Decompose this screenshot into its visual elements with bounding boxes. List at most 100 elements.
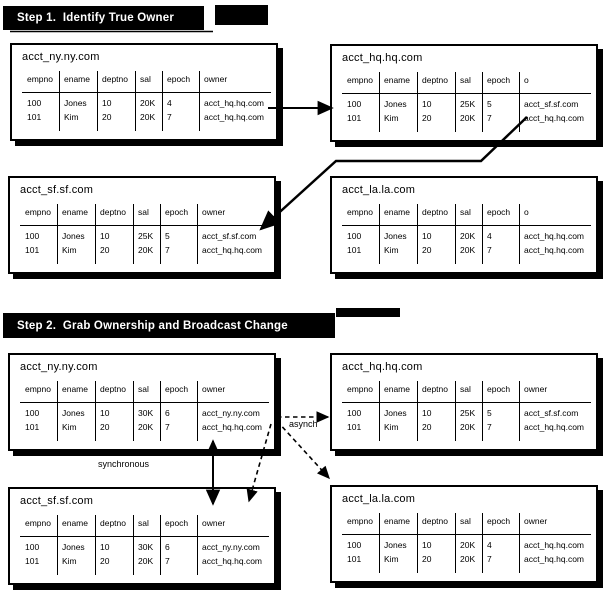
table-cell: 20K <box>138 556 154 566</box>
table-cell: acct_hq.hq.com <box>202 422 263 432</box>
table-cell: 10 <box>100 542 110 552</box>
column-header-epoch: epoch <box>165 384 189 394</box>
column-separator <box>417 381 418 441</box>
header-rule <box>20 536 269 537</box>
column-header-epoch: epoch <box>165 207 189 217</box>
synchronous-label: synchronous <box>98 459 150 469</box>
column-header-deptno: deptno <box>102 74 128 84</box>
table-cell: acct_ny.ny.com <box>202 408 260 418</box>
column-separator <box>379 513 380 573</box>
table-cell: Kim <box>384 422 399 432</box>
column-header-owner: owner <box>202 384 226 394</box>
table-title: acct_sf.sf.com <box>20 495 94 507</box>
table-cell: 4 <box>487 540 492 550</box>
table-cell: 7 <box>165 245 170 255</box>
column-header-owner: owner <box>202 207 226 217</box>
column-header-ename: ename <box>62 518 88 528</box>
table-cell: 100 <box>27 98 42 108</box>
column-separator <box>455 513 456 573</box>
table-cell: 7 <box>487 113 492 123</box>
table-cell: 10 <box>422 231 432 241</box>
column-header-sal: sal <box>460 207 471 217</box>
column-header-epoch: epoch <box>487 75 511 85</box>
table-cell: acct_ny.ny.com <box>202 542 260 552</box>
column-header-owner: owner <box>202 518 226 528</box>
table-cell: 100 <box>25 408 40 418</box>
header-rule <box>342 402 591 403</box>
table-cell: 100 <box>347 540 362 550</box>
table-cell: acct_hq.hq.com <box>204 98 265 108</box>
table-cell: Jones <box>62 408 85 418</box>
column-header-empno: empno <box>347 207 373 217</box>
table-cell: acct_hq.hq.com <box>204 112 265 122</box>
column-header-owner: owner <box>524 384 548 394</box>
table-title: acct_sf.sf.com <box>20 184 94 196</box>
column-separator <box>482 381 483 441</box>
column-separator <box>519 513 520 573</box>
header-rule <box>342 93 591 94</box>
column-separator <box>417 72 418 132</box>
table-cell: acct_sf.sf.com <box>524 99 579 109</box>
column-header-o: o <box>524 207 529 217</box>
column-separator <box>455 381 456 441</box>
table-cell: Jones <box>64 98 87 108</box>
table-cell: 101 <box>25 556 40 566</box>
column-separator <box>160 515 161 575</box>
column-header-empno: empno <box>347 384 373 394</box>
table-cell: 7 <box>165 422 170 432</box>
table-cell: 20 <box>100 556 110 566</box>
table-cell: acct_sf.sf.com <box>202 231 257 241</box>
table-cell: Kim <box>64 112 79 122</box>
table-cell: 100 <box>347 408 362 418</box>
column-header-o: o <box>524 75 529 85</box>
column-header-empno: empno <box>25 384 51 394</box>
table-cell: 100 <box>347 99 362 109</box>
step1-banner: Step 1. Identify True Owner <box>3 6 204 30</box>
table-cell: 5 <box>487 99 492 109</box>
column-header-ename: ename <box>62 384 88 394</box>
table-cell: Kim <box>384 245 399 255</box>
table-cell: 20 <box>422 113 432 123</box>
step2-banner: Step 2. Grab Ownership and Broadcast Cha… <box>3 313 335 338</box>
table-cell: Jones <box>384 99 407 109</box>
header-rule <box>22 92 271 93</box>
column-header-sal: sal <box>460 75 471 85</box>
column-header-deptno: deptno <box>422 75 448 85</box>
table-cell: 20K <box>460 554 476 564</box>
column-separator <box>57 381 58 441</box>
table-cell: 101 <box>25 245 40 255</box>
table-cell: Jones <box>384 408 407 418</box>
column-header-deptno: deptno <box>100 207 126 217</box>
column-header-epoch: epoch <box>487 207 511 217</box>
column-separator <box>133 204 134 264</box>
column-header-ename: ename <box>384 384 410 394</box>
column-header-epoch: epoch <box>165 518 189 528</box>
column-separator <box>160 381 161 441</box>
column-header-ename: ename <box>384 516 410 526</box>
table-cell: 10 <box>422 408 432 418</box>
table-cell: 100 <box>25 231 40 241</box>
table-cell: 10 <box>422 99 432 109</box>
table-title: acct_hq.hq.com <box>342 361 423 373</box>
table-cell: acct_sf.sf.com <box>524 408 579 418</box>
table-cell: acct_hq.hq.com <box>524 113 585 123</box>
column-separator <box>133 515 134 575</box>
column-header-sal: sal <box>138 207 149 217</box>
column-separator <box>199 71 200 131</box>
